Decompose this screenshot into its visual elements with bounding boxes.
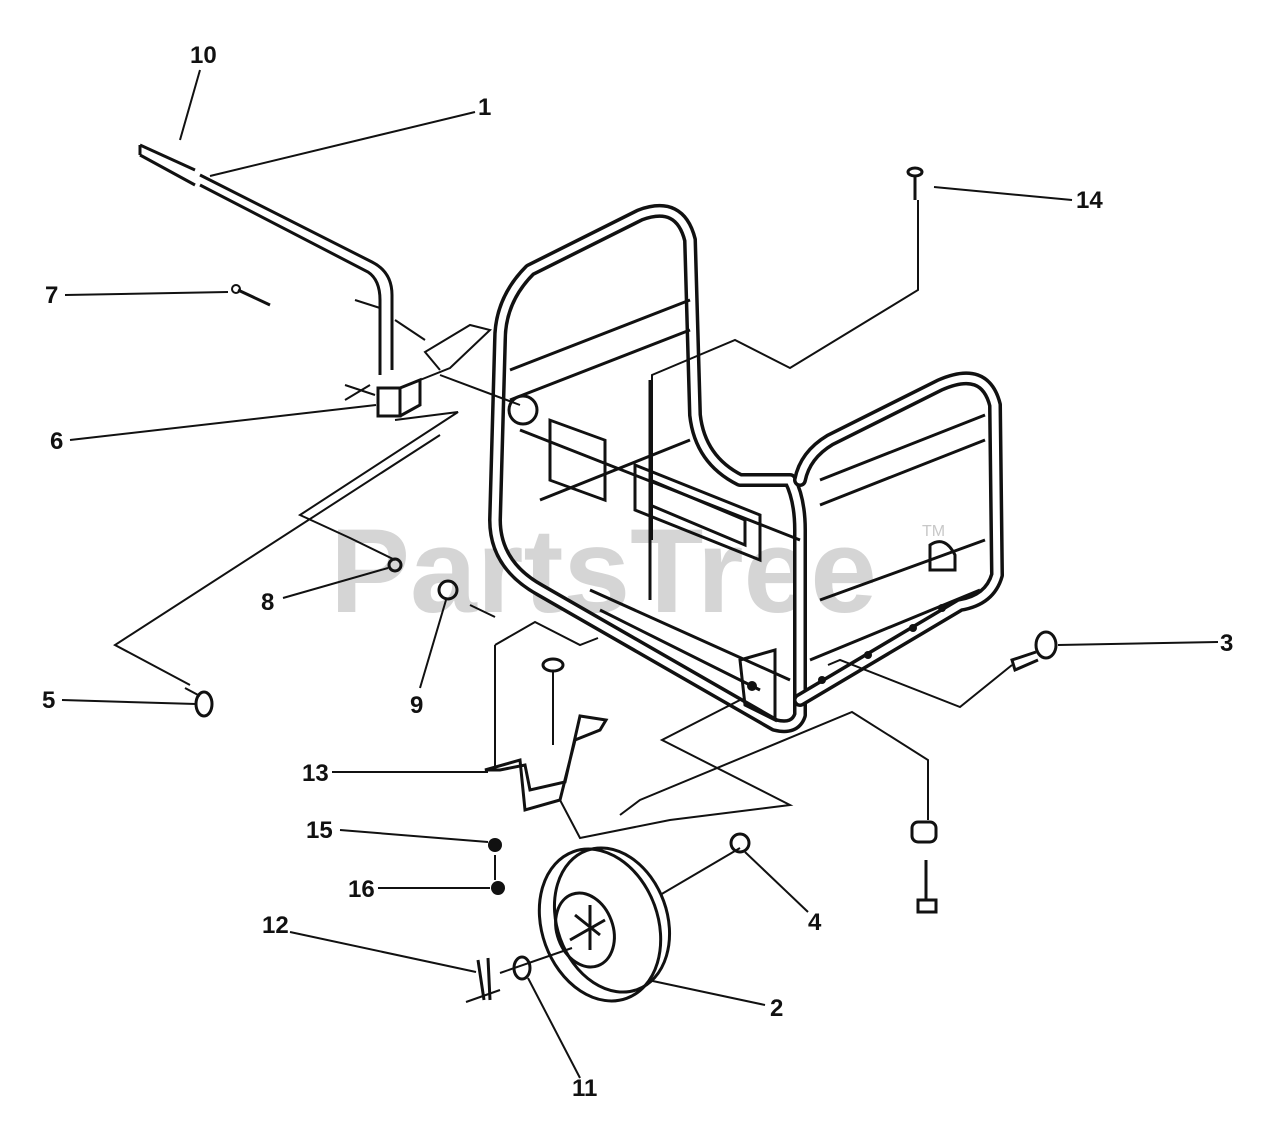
bracket-drawing xyxy=(484,645,609,812)
callout-8: 8 xyxy=(261,589,274,616)
callout-15: 15 xyxy=(306,817,333,844)
callout-1: 1 xyxy=(478,94,491,121)
callout-11: 11 xyxy=(572,1075,597,1102)
callout-2: 2 xyxy=(770,995,783,1022)
callout-6: 6 xyxy=(50,428,63,455)
callout-9: 9 xyxy=(410,692,423,719)
watermark-text: PartsTree xyxy=(330,504,877,638)
hardware-drawing xyxy=(184,166,1058,1003)
callout-16: 16 xyxy=(348,876,375,903)
callout-5: 5 xyxy=(42,687,55,714)
assembly-guide-lines xyxy=(113,200,1013,974)
callout-14: 14 xyxy=(1076,187,1103,214)
callout-7: 7 xyxy=(45,282,58,309)
callout-10: 10 xyxy=(190,42,217,69)
wheel-drawing xyxy=(512,846,672,1003)
callout-numbers: 10 1 14 7 6 8 9 5 3 13 15 16 12 4 2 11 xyxy=(42,42,1233,1102)
callout-leaders xyxy=(61,69,1219,1079)
frame-drawing xyxy=(488,204,1004,734)
callout-3: 3 xyxy=(1220,630,1233,657)
watermark-trademark: TM xyxy=(922,523,945,540)
callout-4: 4 xyxy=(808,909,822,936)
callout-12: 12 xyxy=(262,912,289,939)
callout-13: 13 xyxy=(302,760,329,787)
handle-drawing xyxy=(138,143,426,418)
